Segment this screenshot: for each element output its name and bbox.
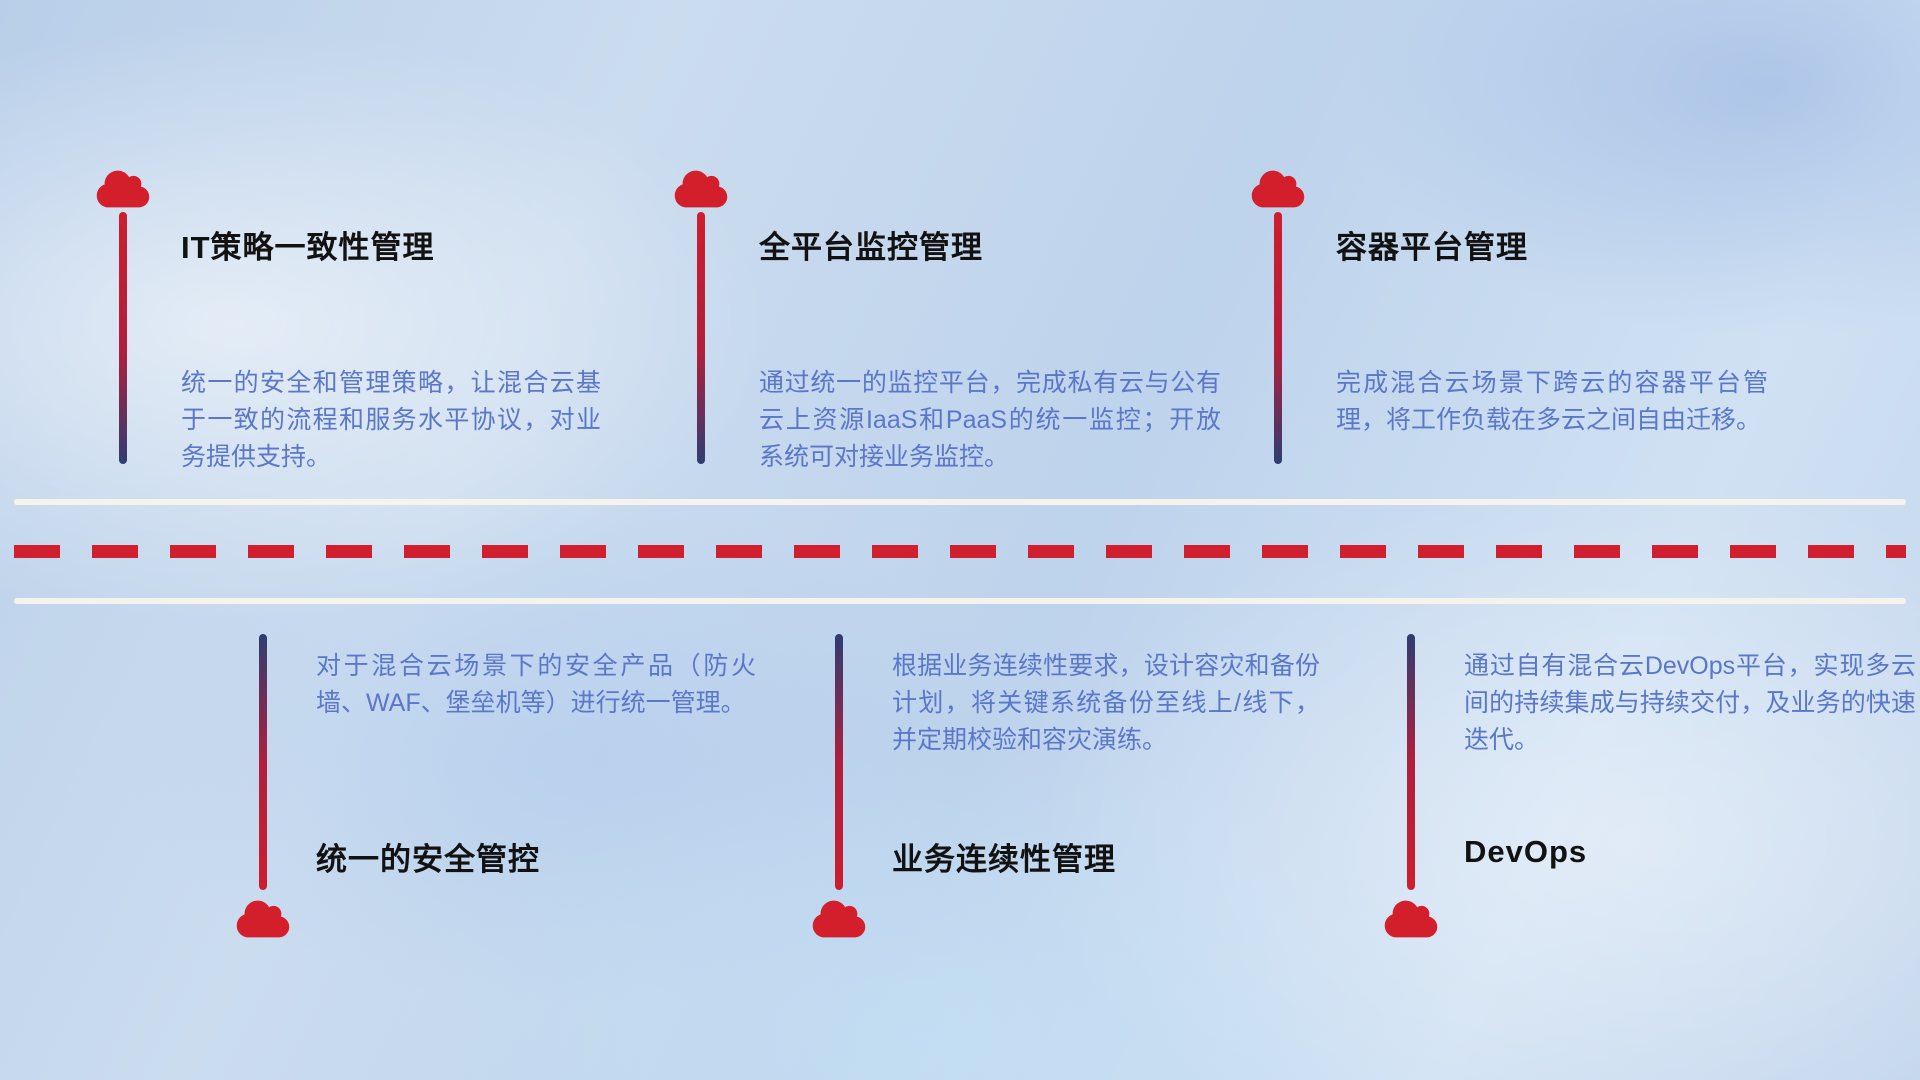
timeline-stem	[835, 634, 843, 890]
timeline-stem	[1407, 634, 1415, 890]
item-title: DevOps	[1464, 834, 1588, 869]
cloud-icon	[1251, 170, 1305, 208]
cloud-icon	[236, 900, 290, 938]
item-description: 统一的安全和管理策略，让混合云基于一致的流程和服务水平协议，对业务提供支持。	[181, 369, 601, 471]
capability-item-it-policy: IT策略一致性管理 统一的安全和管理策略，让混合云基于一致的流程和服务水平协议，…	[95, 168, 601, 488]
item-description: 对于混合云场景下的安全产品（防火墙、WAF、堡垒机等）进行统一管理。	[316, 652, 756, 717]
item-description: 通过自有混合云DevOps平台，实现多云间的持续集成与持续交付，及业务的快速迭代…	[1464, 652, 1916, 754]
capability-item-monitoring: 全平台监控管理 通过统一的监控平台，完成私有云与公有云上资源IaaS和PaaS的…	[673, 168, 1221, 488]
cloud-icon	[96, 170, 150, 208]
capability-item-business-continuity: 根据业务连续性要求，设计容灾和备份计划，将关键系统备份至线上/线下，并定期校验和…	[812, 634, 1335, 954]
road-center-dashes	[14, 545, 1906, 558]
item-title: 业务连续性管理	[892, 842, 1116, 877]
capability-item-security-control: 对于混合云场景下的安全产品（防火墙、WAF、堡垒机等）进行统一管理。 统一的安全…	[236, 634, 759, 954]
timeline-stem	[697, 212, 705, 464]
item-title: 统一的安全管控	[316, 842, 540, 877]
cloud-icon	[674, 170, 728, 208]
item-title: 容器平台管理	[1336, 230, 1528, 265]
timeline-stem	[119, 212, 127, 464]
item-title: IT策略一致性管理	[181, 230, 435, 265]
item-description: 通过统一的监控平台，完成私有云与公有云上资源IaaS和PaaS的统一监控；开放系…	[759, 369, 1221, 471]
road-edge-bottom	[14, 598, 1906, 604]
item-title: 全平台监控管理	[759, 230, 983, 265]
road-edge-top	[14, 499, 1906, 505]
capability-item-devops: 通过自有混合云DevOps平台，实现多云间的持续集成与持续交付，及业务的快速迭代…	[1384, 634, 1916, 954]
item-description: 完成混合云场景下跨云的容器平台管理，将工作负载在多云之间自由迁移。	[1336, 369, 1768, 434]
item-description: 根据业务连续性要求，设计容灾和备份计划，将关键系统备份至线上/线下，并定期校验和…	[892, 652, 1320, 754]
cloud-icon	[812, 900, 866, 938]
cloud-icon	[1384, 900, 1438, 938]
timeline-stem	[259, 634, 267, 890]
timeline-stem	[1274, 212, 1282, 464]
capability-item-container-platform: 容器平台管理 完成混合云场景下跨云的容器平台管理，将工作负载在多云之间自由迁移。	[1250, 168, 1768, 488]
